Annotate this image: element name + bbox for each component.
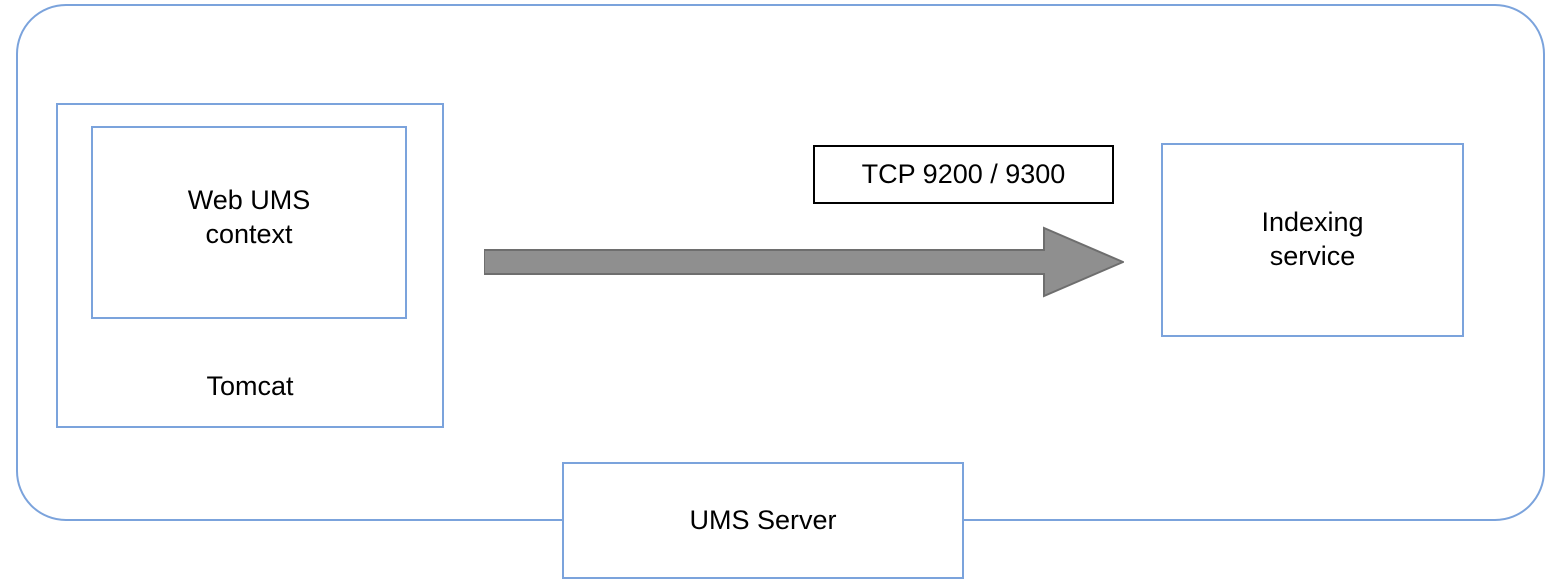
node-web-ums-context-label-line2: context — [205, 218, 293, 249]
node-indexing-service-label-line1: Indexing — [1261, 207, 1364, 238]
node-ums-server-label: UMS Server — [689, 504, 837, 535]
node-indexing-service-label: Indexing service — [1261, 206, 1363, 274]
tcp-flow-arrow — [484, 226, 1124, 298]
tcp-ports-label-text: TCP 9200 / 9300 — [861, 159, 1066, 189]
node-web-ums-context[interactable]: Web UMS context — [91, 126, 407, 319]
node-web-ums-context-label-line1: Web UMS — [187, 185, 311, 215]
node-web-ums-context-label: Web UMS context — [188, 184, 311, 252]
tcp-ports-label[interactable]: TCP 9200 / 9300 — [813, 145, 1114, 204]
node-tomcat-label: Tomcat — [206, 371, 294, 402]
node-indexing-service[interactable]: Indexing service — [1161, 143, 1464, 337]
node-indexing-service-label-line2: service — [1269, 241, 1356, 271]
arrow-icon — [484, 226, 1124, 298]
node-ums-server[interactable]: UMS Server — [562, 462, 964, 579]
